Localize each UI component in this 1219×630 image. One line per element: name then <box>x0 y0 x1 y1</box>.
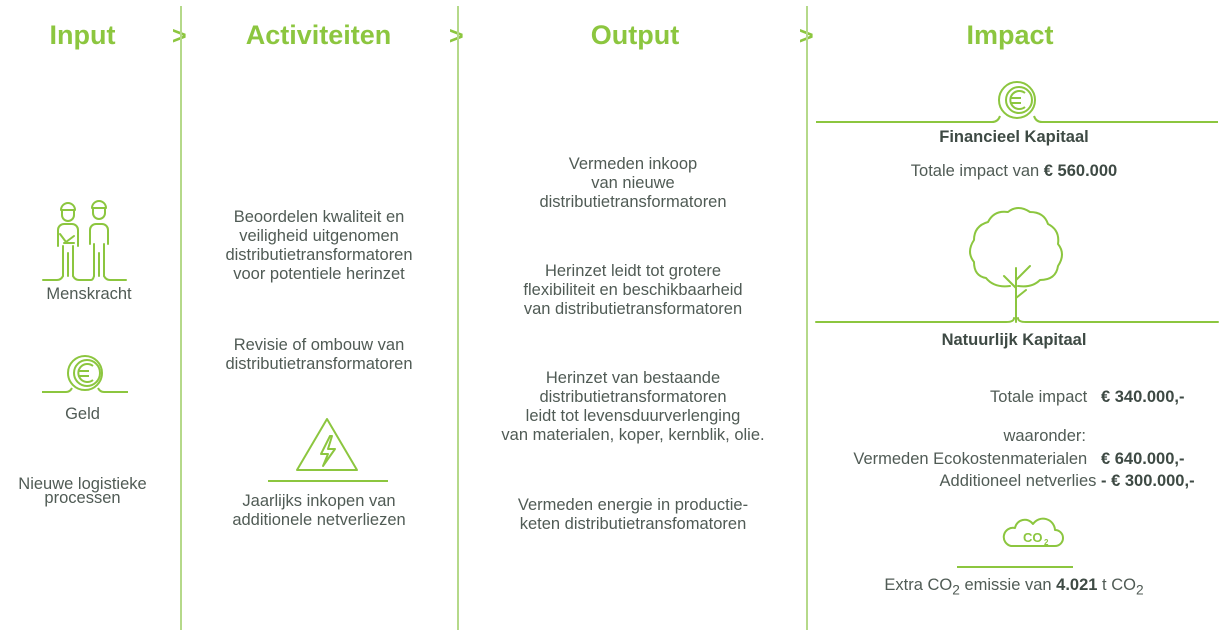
tree-icon <box>815 207 1219 323</box>
text-line: distributietransformatoren <box>225 246 413 264</box>
input-geld: Geld <box>65 405 100 423</box>
text-line: Vermeden inkoop <box>568 155 698 173</box>
text-line: van materialen, koper, kernblik, olie. <box>501 426 765 444</box>
text-line: Vermeden energie in productie- <box>517 496 749 514</box>
text-line: Jaarlijks inkopen van <box>242 492 396 510</box>
header-impact: Impact <box>966 20 1054 50</box>
text-line: distributietransformatoren <box>539 388 727 406</box>
separator-arrow: > <box>449 22 464 51</box>
euro-coin-icon <box>816 81 1218 123</box>
text-line: van distributietransformatoren <box>523 300 743 318</box>
input-logistiek-line: processen <box>44 489 121 507</box>
financieel-impact-label: Totale impact van <box>910 162 1044 180</box>
input-logistiek: Nieuwe logistieke processen <box>0 475 165 507</box>
output-herinzet-flexibiliteit: Herinzet leidt tot grotere flexibiliteit… <box>463 262 803 319</box>
co2-cloud-icon: CO 2 <box>957 517 1073 568</box>
co2-icon-text: CO <box>1023 530 1043 545</box>
text-line: Beoordelen kwaliteit en <box>233 208 405 226</box>
co2-unit: t CO <box>1097 576 1136 594</box>
natuurlijk-eco-row: Vermeden Ecokostenmaterialen € 640.000,- <box>815 449 1213 470</box>
natuurlijk-waaronder: waaronder: <box>1003 427 1086 445</box>
text-line: voor potentiele herinzet <box>233 265 405 283</box>
text-line: flexibiliteit en beschikbaarheid <box>523 281 743 299</box>
co2-value: 4.021 <box>1056 576 1098 594</box>
header-input: Input <box>49 20 116 50</box>
text-line: distributietransformatoren <box>539 193 727 211</box>
financieel-heading: Financieel Kapitaal <box>939 128 1089 146</box>
text-line: distributietransformatoren <box>225 355 413 373</box>
activiteit-revisie: Revisie of ombouw van distributietransfo… <box>190 336 448 374</box>
text-line: keten distributietransfomatoren <box>519 515 747 533</box>
co2-prefix: Extra CO <box>884 576 953 594</box>
column-divider <box>180 6 182 630</box>
netverlies-label: Additioneel netverlies <box>939 472 1097 490</box>
natuurlijk-totale-value: € 340.000,- <box>1101 388 1185 406</box>
text-line: Herinzet leidt tot grotere <box>544 262 722 280</box>
co2-sub: 2 <box>952 582 960 598</box>
output-vermeden-energie: Vermeden energie in productie- keten dis… <box>463 496 803 534</box>
workers-icon <box>42 200 127 281</box>
text-line: Herinzet van bestaande <box>545 369 721 387</box>
input-logistiek-line: Nieuwe logistieke <box>18 475 147 493</box>
output-levensduurverlenging: Herinzet van bestaande distributietransf… <box>463 369 803 445</box>
eco-value: € 640.000,- <box>1101 450 1185 468</box>
text-line: veiligheid uitgenomen <box>239 227 399 245</box>
natuurlijk-totale-impact: Totale impact € 340.000,- <box>815 387 1213 408</box>
text-line: Revisie of ombouw van <box>233 336 405 354</box>
natuurlijk-heading: Natuurlijk Kapitaal <box>941 331 1087 349</box>
header-output: Output <box>590 20 680 50</box>
lightning-warning-icon <box>268 418 388 482</box>
text-line: van nieuwe <box>591 174 675 192</box>
co2-middle: emissie van <box>959 576 1057 594</box>
co2-emissie: Extra CO2 emissie van 4.021 t CO2 <box>815 576 1213 599</box>
eco-label: Vermeden Ecokostenmaterialen <box>853 450 1088 468</box>
output-vermeden-inkoop: Vermeden inkoop van nieuwe distributietr… <box>463 155 803 212</box>
activiteit-inkopen: Jaarlijks inkopen van additionele netver… <box>190 492 448 530</box>
separator-arrow: > <box>172 22 187 51</box>
natuurlijk-totale-label: Totale impact <box>990 388 1088 406</box>
activiteit-beoordelen: Beoordelen kwaliteit en veiligheid uitge… <box>190 208 448 284</box>
input-menskracht: Menskracht <box>46 285 132 303</box>
co2-sub: 2 <box>1135 582 1144 598</box>
co2-icon-subscript: 2 <box>1044 538 1049 547</box>
text-line: leidt tot levensduurverlenging <box>525 407 741 425</box>
euro-coin-icon <box>42 355 128 393</box>
financieel-impact-value: € 560.000 <box>1043 162 1118 180</box>
natuurlijk-netverlies-row: Additioneel netverlies - € 300.000,- <box>815 471 1213 492</box>
header-activiteiten: Activiteiten <box>245 20 392 50</box>
column-divider <box>806 6 808 630</box>
text-line: additionele netverliezen <box>232 511 406 529</box>
financieel-impact: Totale impact van € 560.000 <box>815 162 1213 181</box>
netverlies-value: - € 300.000,- <box>1101 472 1195 490</box>
column-divider <box>457 6 459 630</box>
